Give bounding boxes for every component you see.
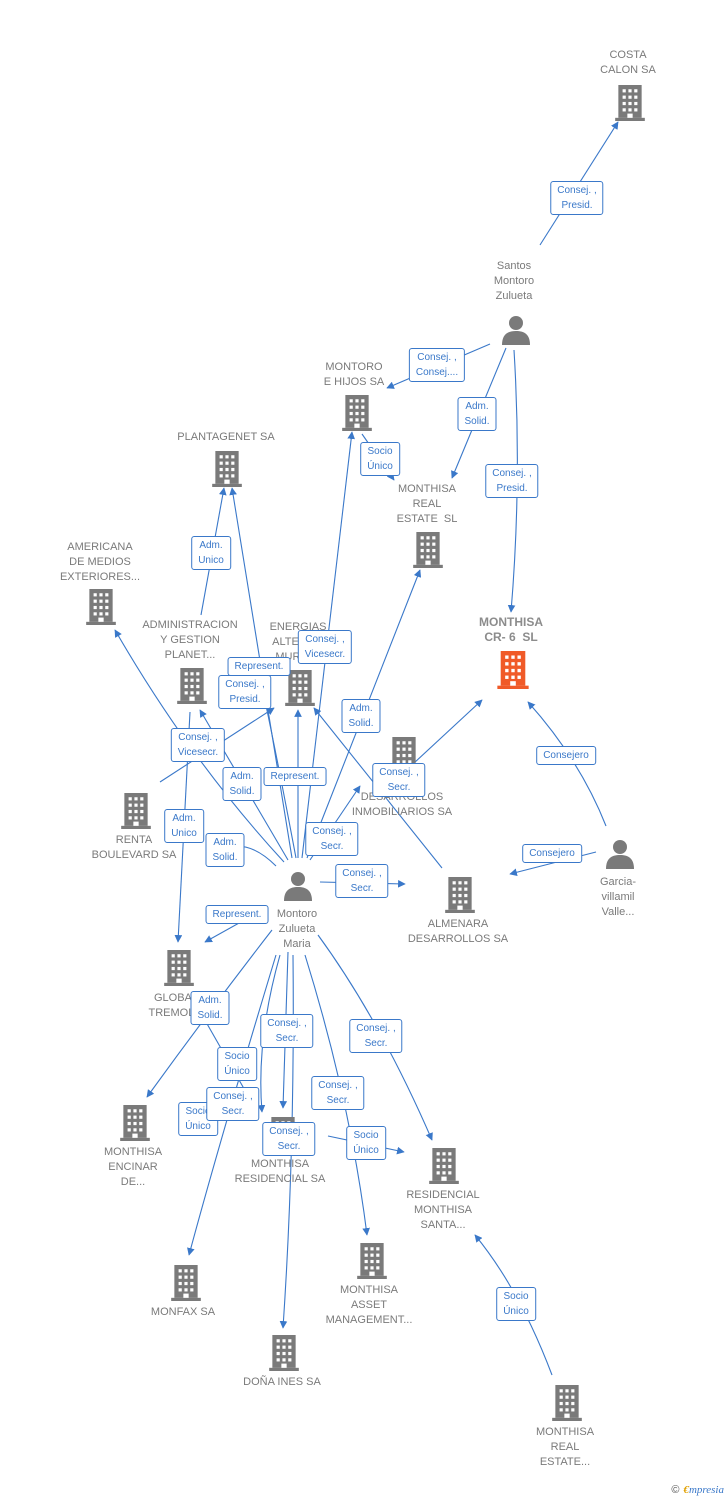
brand-logo-text: mpresia: [688, 1484, 724, 1496]
monthisa-asset-building-icon: [357, 1243, 387, 1279]
relation-label[interactable]: Consej. , Secr.: [305, 822, 359, 856]
costa-calon-building-icon: [615, 85, 645, 121]
node-label-montoro-maria[interactable]: Montoro Zulueta Maria: [276, 908, 318, 950]
relation-label[interactable]: Consej. , Vicesecr.: [170, 728, 226, 762]
brand-logo: ©€mpresia: [671, 1484, 724, 1496]
relation-label[interactable]: Represent.: [263, 767, 327, 786]
edge-maria-plantagenet-1: [229, 487, 293, 859]
node-label-monthisa-real-estate-2[interactable]: MONTHISA REAL ESTATE...: [535, 1426, 595, 1468]
relation-label[interactable]: Socio Único: [346, 1126, 386, 1160]
node-label-americana[interactable]: AMERICANA DE MEDIOS EXTERIORES...: [59, 541, 141, 583]
relation-label[interactable]: Adm. Solid.: [341, 699, 381, 733]
garcia-person-icon: [606, 840, 634, 869]
santos-person-icon: [502, 316, 530, 345]
node-label-monthisa-cr6[interactable]: MONTHISA CR- 6 SL: [479, 615, 543, 644]
relation-label[interactable]: Consej. , Vicesecr.: [297, 630, 353, 664]
node-label-monthisa-residencial[interactable]: MONTHISA RESIDENCIAL SA: [234, 1158, 326, 1185]
relation-label[interactable]: Consej. , Presid.: [550, 181, 604, 215]
americana-building-icon: [86, 589, 116, 625]
relation-label[interactable]: Consej. , Secr.: [260, 1014, 314, 1048]
relation-label[interactable]: Adm. Solid.: [205, 833, 245, 867]
relation-label[interactable]: Adm. Unico: [164, 809, 204, 843]
monthisa-real-estate-sl-building-icon: [413, 532, 443, 568]
relation-label[interactable]: Consej. , Secr.: [206, 1087, 260, 1121]
relation-label[interactable]: Consej. , Secr.: [262, 1122, 316, 1156]
relation-label[interactable]: Adm. Unico: [191, 536, 231, 570]
relation-label[interactable]: Socio Único: [360, 442, 400, 476]
montoro-maria-person-icon: [284, 872, 312, 901]
relation-label[interactable]: Represent.: [227, 657, 291, 676]
monthisa-cr6-building-icon: [497, 651, 529, 689]
brand-logo-e: €: [683, 1484, 689, 1496]
relation-label[interactable]: Consej. , Secr.: [335, 864, 389, 898]
node-label-monthisa-asset[interactable]: MONTHISA ASSET MANAGEMENT...: [325, 1284, 413, 1326]
node-label-montoro-hijos[interactable]: MONTORO E HIJOS SA: [323, 361, 385, 388]
almenara-building-icon: [445, 877, 475, 913]
node-label-garcia[interactable]: Garcia- villamil Valle...: [599, 876, 637, 918]
relation-label[interactable]: Consej. , Presid.: [485, 464, 539, 498]
node-label-renta-boulevard[interactable]: RENTA BOULEVARD SA: [91, 834, 177, 861]
node-label-global-tremol[interactable]: GLOBAL TREMOL...: [148, 992, 204, 1019]
node-label-monthisa-real-estate-sl[interactable]: MONTHISA REAL ESTATE SL: [396, 483, 458, 525]
node-label-almenara[interactable]: ALMENARA DESARROLLOS SA: [407, 918, 509, 945]
relation-label[interactable]: Adm. Solid.: [222, 767, 262, 801]
energias-building-icon: [285, 670, 315, 706]
copyright-symbol: ©: [671, 1484, 680, 1496]
relation-label[interactable]: Consej. , Secr.: [311, 1076, 365, 1110]
node-label-residencial-santa[interactable]: RESIDENCIAL MONTHISA SANTA...: [406, 1189, 480, 1231]
global-tremol-building-icon: [164, 950, 194, 986]
dona-ines-building-icon: [269, 1335, 299, 1371]
node-label-dona-ines[interactable]: DOÑA INES SA: [243, 1376, 321, 1388]
administracion-building-icon: [177, 668, 207, 704]
relation-label[interactable]: Represent.: [205, 905, 269, 924]
monthisa-encinar-building-icon: [120, 1105, 150, 1141]
renta-boulevard-building-icon: [121, 793, 151, 829]
node-label-administracion[interactable]: ADMINISTRACION Y GESTION PLANET...: [142, 619, 238, 661]
relation-label[interactable]: Consej. , Secr.: [372, 763, 426, 797]
node-label-monfax[interactable]: MONFAX SA: [150, 1306, 216, 1318]
relation-label[interactable]: Adm. Solid.: [457, 397, 497, 431]
node-label-monthisa-encinar[interactable]: MONTHISA ENCINAR DE...: [103, 1146, 163, 1188]
edge-maria-monfax: [187, 954, 277, 1256]
relation-label[interactable]: Consejero: [536, 746, 596, 765]
node-label-costa-calon[interactable]: COSTA CALON SA: [600, 49, 656, 76]
montoro-hijos-building-icon: [342, 395, 372, 431]
relation-label[interactable]: Socio Único: [217, 1047, 257, 1081]
relation-label[interactable]: Consej. , Secr.: [349, 1019, 403, 1053]
plantagenet-building-icon: [212, 451, 242, 487]
monfax-building-icon: [171, 1265, 201, 1301]
relation-label[interactable]: Socio Único: [496, 1287, 536, 1321]
relation-label[interactable]: Adm. Solid.: [190, 991, 230, 1025]
residencial-santa-building-icon: [429, 1148, 459, 1184]
monthisa-real-estate-2-building-icon: [552, 1385, 582, 1421]
node-label-santos[interactable]: Santos Montoro Zulueta: [493, 260, 535, 302]
relation-label[interactable]: Consej. , Consej....: [408, 348, 466, 382]
relation-label[interactable]: Consejero: [522, 844, 582, 863]
relation-label[interactable]: Consej. , Presid.: [218, 675, 272, 709]
node-label-plantagenet[interactable]: PLANTAGENET SA: [177, 431, 275, 443]
